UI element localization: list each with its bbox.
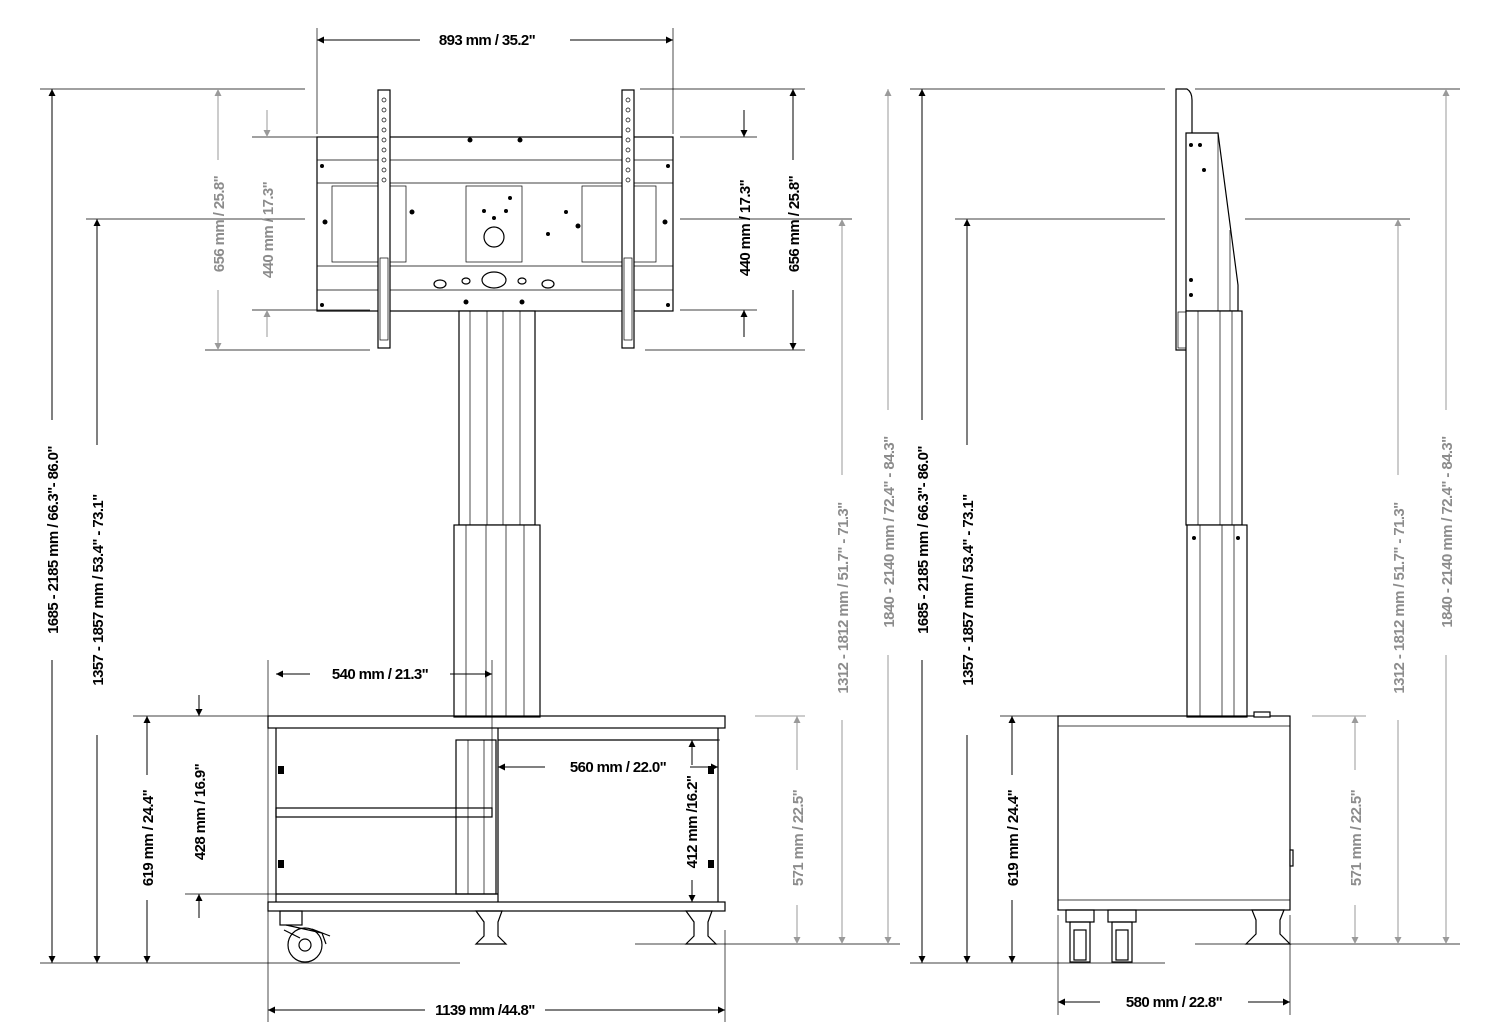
side-cabinet: [1057, 711, 1294, 945]
side-label-cabinet-top: 571 mm / 22.5": [1348, 789, 1365, 886]
label-mid-height: 1312 - 1812 mm / 51.7" - 71.3": [835, 502, 852, 694]
vesa-rail-left: [377, 89, 391, 349]
side-view: 1685 - 2185 mm / 66.3"- 86.0" 1357 - 185…: [910, 88, 1460, 1015]
side-label-top-height: 1840 - 2140 mm / 72.4" - 84.3": [1439, 436, 1456, 628]
front-view: 893 mm / 35.2" 656 mm / 25.8" 440 mm / 1…: [40, 28, 900, 1022]
side-extension-lines: [910, 88, 1460, 1015]
label-width-top: 893 mm / 35.2": [439, 32, 536, 49]
label-top-height: 1840 - 2140 mm / 72.4" - 84.3": [881, 436, 898, 628]
side-label-mid-height: 1312 - 1812 mm / 51.7" - 71.3": [1391, 502, 1408, 694]
mounting-plate: [316, 136, 674, 312]
label-compartment-height: 412 mm /16.2": [684, 775, 701, 868]
vesa-rail-right: [621, 89, 635, 349]
label-shelf-height: 428 mm / 16.9": [192, 763, 209, 860]
label-base-width: 1139 mm /44.8": [435, 1002, 535, 1019]
side-label-cabinet-height: 619 mm / 24.4": [1005, 789, 1022, 886]
caster-wheel: [279, 910, 331, 963]
label-center-height: 1357 - 1857 mm / 53.4" - 73.1": [90, 494, 107, 686]
side-label-center-height: 1357 - 1857 mm / 53.4" - 73.1": [960, 494, 977, 686]
side-label-total-height: 1685 - 2185 mm / 66.3"- 86.0": [915, 446, 932, 634]
label-vesa-inner-left: 440 mm / 17.3": [260, 181, 277, 278]
front-extension-lines: [40, 28, 900, 1022]
side-dimension-lines: [918, 89, 1450, 1006]
side-mount: [1175, 88, 1239, 351]
column: [453, 310, 541, 895]
label-vesa-inner-right: 440 mm / 17.3": [737, 179, 754, 276]
label-cabinet-height: 619 mm / 24.4": [140, 789, 157, 886]
label-compartment-width: 560 mm / 22.0": [570, 759, 667, 776]
side-column: [1185, 310, 1248, 718]
side-label-depth: 580 mm / 22.8": [1126, 994, 1223, 1011]
label-shelf-width: 540 mm / 21.3": [332, 666, 429, 683]
side-casters: [1065, 909, 1137, 963]
label-vesa-outer-right: 656 mm / 25.8": [786, 175, 803, 272]
front-dimension-lines: [48, 36, 892, 1014]
label-total-height: 1685 - 2185 mm / 66.3"- 86.0": [45, 446, 62, 634]
label-cabinet-top: 571 mm / 22.5": [790, 789, 807, 886]
label-vesa-outer-left: 656 mm / 25.8": [211, 175, 228, 272]
